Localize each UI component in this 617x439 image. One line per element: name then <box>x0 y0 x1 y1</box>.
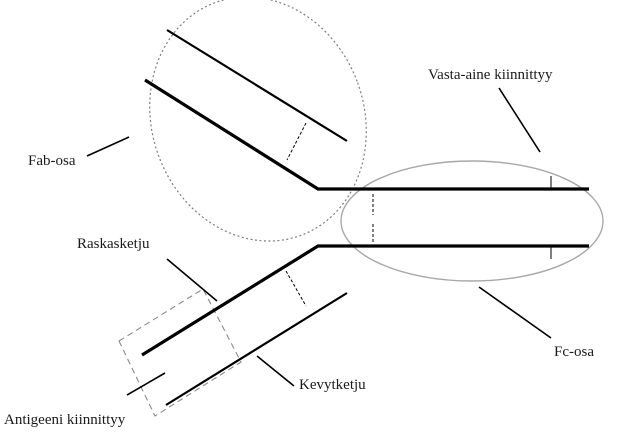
pointer-fc <box>478 286 552 339</box>
pointer-vasta-aine <box>498 87 541 153</box>
upper-light-chain <box>166 29 348 142</box>
disulfide-bond-fab-lower <box>285 270 307 307</box>
label-raskasketju: Raskasketju <box>77 236 150 252</box>
label-kevytketju: Kevytketju <box>299 377 366 393</box>
antigen-segment <box>126 372 166 396</box>
label-fab: Fab-osa <box>28 153 76 169</box>
pointer-kevytketju <box>256 355 295 387</box>
antigen-site-box <box>118 288 242 417</box>
label-antigeeni: Antigeeni kiinnittyy <box>4 412 126 428</box>
pointer-fab <box>86 136 130 157</box>
fc-region-ellipse <box>340 160 604 282</box>
pointer-raskasketju <box>166 258 218 302</box>
disulfide-bond-fab-upper <box>286 122 307 161</box>
fab-region-ellipse <box>149 0 367 242</box>
lower-light-chain <box>165 292 348 406</box>
upper-heavy-chain <box>144 78 589 191</box>
label-vasta-aine: Vasta-aine kiinnittyy <box>428 67 553 83</box>
label-fc: Fc-osa <box>554 344 594 360</box>
lower-heavy-chain <box>141 244 589 357</box>
